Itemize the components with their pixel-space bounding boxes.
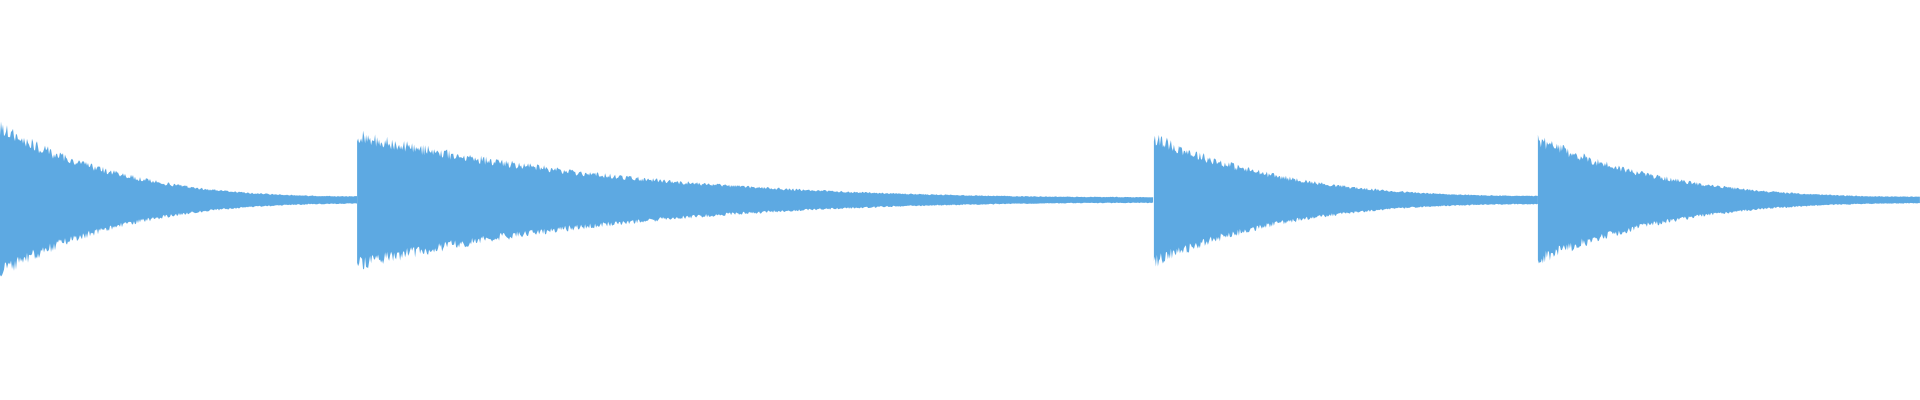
waveform-segment-4 bbox=[1537, 134, 1920, 264]
waveform-segments bbox=[0, 121, 1920, 277]
waveform-segment-3 bbox=[1153, 134, 1538, 267]
waveform-segment-1 bbox=[0, 121, 357, 277]
waveform-segment-2 bbox=[357, 130, 1154, 270]
